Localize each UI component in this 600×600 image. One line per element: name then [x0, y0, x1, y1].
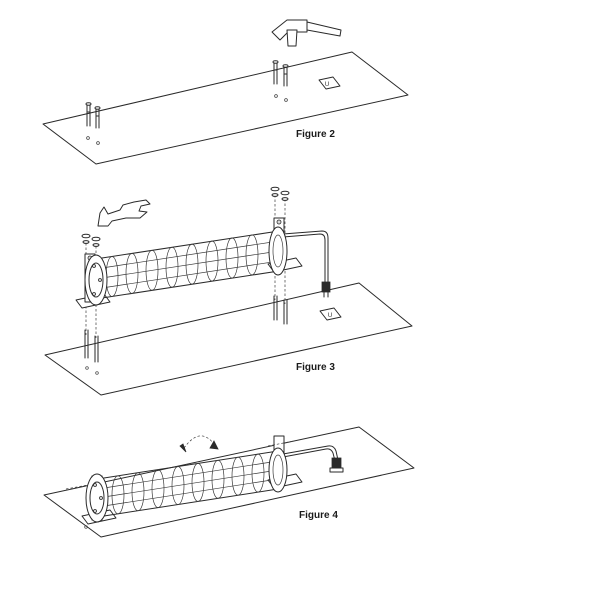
cage-luminaire: [85, 447, 288, 523]
washer-nut: [280, 190, 290, 201]
cable-plug: [329, 457, 344, 473]
rotate-arrow-icon: [179, 435, 219, 453]
drill-hole: [95, 371, 99, 375]
mounting-surface-fig4: [43, 426, 415, 538]
figure-2-caption: Figure 2: [296, 129, 335, 140]
hammer-icon: [271, 19, 342, 47]
anchor-bolt: [282, 64, 289, 87]
symbol-label: U: [328, 313, 332, 319]
washer-nut: [81, 233, 91, 244]
figure-2: U: [42, 19, 409, 165]
drill-hole: [85, 366, 89, 370]
anchor-bolt: [94, 335, 99, 363]
power-cable: [282, 445, 339, 461]
anchor-bolt: [85, 102, 92, 127]
anchor-bolt: [273, 295, 278, 321]
symbol-sign: U: [319, 307, 342, 321]
washer-nut: [91, 236, 101, 247]
cage-rings: [105, 234, 259, 297]
drill-hole: [284, 98, 288, 102]
anchor-bolt: [94, 106, 101, 129]
mounting-surface-fig2: [42, 51, 409, 165]
cage-rings: [111, 453, 265, 515]
cage-luminaire: [84, 226, 288, 306]
drill-hole: [96, 141, 100, 145]
drill-hole: [274, 94, 278, 98]
cable-plug: [321, 281, 331, 298]
anchor-bolt: [272, 60, 279, 85]
symbol-label: U: [325, 82, 329, 88]
figure-4: [43, 426, 415, 538]
drill-hole: [84, 525, 88, 529]
figure-3-caption: Figure 3: [296, 362, 335, 373]
symbol-sign: U: [318, 76, 341, 90]
anchor-bolt: [283, 299, 288, 325]
figure-3: U: [44, 186, 413, 396]
anchor-bolt: [84, 329, 89, 359]
washer-nut: [270, 186, 280, 197]
power-cable: [282, 230, 329, 283]
wrench-icon: [97, 199, 151, 227]
figure-4-caption: Figure 4: [299, 510, 338, 521]
drill-hole: [86, 136, 90, 140]
